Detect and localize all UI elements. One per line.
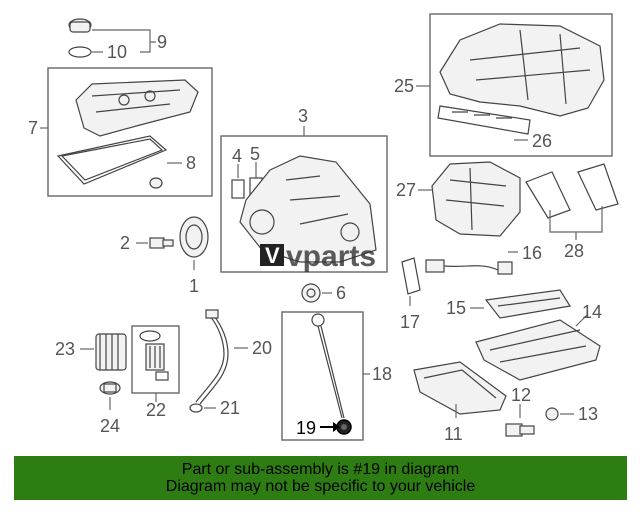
oil-filler-cap[interactable]: [68, 18, 92, 33]
callout-19: 19: [296, 418, 316, 438]
oil-pressure-sensor[interactable]: [425, 259, 513, 275]
crankshaft-pulley[interactable]: [179, 216, 209, 258]
intake-manifold-upper[interactable]: [439, 23, 605, 117]
valve-cover-gasket[interactable]: [56, 135, 168, 185]
valve-cover[interactable]: [75, 79, 199, 137]
dipstick-tube[interactable]: [195, 309, 229, 405]
intake-manifold-gasket[interactable]: [437, 105, 531, 135]
oil-cap-gasket[interactable]: [68, 46, 92, 58]
drain-plug-gasket[interactable]: [545, 407, 559, 421]
info-banner: Part or sub-assembly is #19 in diagram D…: [14, 456, 627, 500]
callout-7: 7: [28, 118, 38, 138]
callout-12: 12: [511, 385, 531, 405]
intake-manifold-box: [429, 13, 613, 157]
callout-28: 28: [564, 241, 584, 261]
callout-21: 21: [220, 398, 240, 418]
intake-gasket-right[interactable]: [577, 163, 619, 211]
oil-dipstick[interactable]: [311, 313, 345, 419]
callout-14: 14: [582, 302, 602, 322]
callout-22: 22: [146, 400, 166, 420]
callout-27: 27: [396, 180, 416, 200]
banner-line-1: Part or sub-assembly is #19 in diagram: [181, 461, 460, 478]
callout-9: 9: [157, 32, 167, 52]
oil-pan-gasket-small[interactable]: [401, 257, 421, 295]
callout-18: 18: [372, 364, 392, 384]
intake-manifold-lower[interactable]: [431, 161, 521, 237]
callout-4: 4: [232, 146, 242, 166]
callout-8: 8: [186, 153, 196, 173]
callout-17: 17: [400, 312, 420, 332]
valve-cover-group-box: [47, 67, 213, 197]
callout-15: 15: [446, 298, 466, 318]
callout-6: 6: [336, 283, 346, 303]
callout-5: 5: [250, 144, 260, 164]
callout-24: 24: [100, 416, 120, 436]
callout-11: 11: [444, 424, 463, 444]
lower-oil-pan[interactable]: [413, 361, 507, 415]
timing-chain-cover[interactable]: [239, 155, 377, 263]
intake-gasket-left[interactable]: [525, 171, 571, 219]
oil-filter-element[interactable]: [139, 330, 169, 381]
spark-plug-tube-seal[interactable]: [149, 177, 163, 189]
callout-25: 25: [394, 76, 414, 96]
banner-line-2: Diagram may not be specific to your vehi…: [165, 478, 476, 495]
oil-baffle[interactable]: [484, 289, 571, 319]
callout-2: 2: [120, 233, 130, 253]
dipstick-group-box: [281, 311, 364, 441]
gasket-4[interactable]: [231, 179, 245, 199]
dipstick-tube-o-ring[interactable]: [189, 403, 203, 413]
pulley-bolt[interactable]: [149, 237, 174, 249]
front-crankshaft-seal[interactable]: [301, 283, 321, 303]
svg-text:V: V: [265, 243, 280, 268]
vparts-watermark: V vparts: [260, 240, 376, 273]
upper-oil-pan[interactable]: [475, 319, 601, 381]
oil-drain-plug[interactable]: [505, 423, 535, 437]
callout-20: 20: [252, 338, 272, 358]
callout-3: 3: [298, 106, 308, 126]
callout-26: 26: [532, 131, 552, 151]
callout-13: 13: [578, 404, 598, 424]
callout-10: 10: [107, 42, 127, 62]
oil-filter-housing[interactable]: [95, 333, 127, 371]
svg-text:vparts: vparts: [286, 240, 376, 273]
callout-1: 1: [189, 276, 199, 296]
callout-16: 16: [522, 243, 542, 263]
callout-23: 23: [55, 339, 75, 359]
oil-filter-drain-plug[interactable]: [99, 381, 121, 395]
